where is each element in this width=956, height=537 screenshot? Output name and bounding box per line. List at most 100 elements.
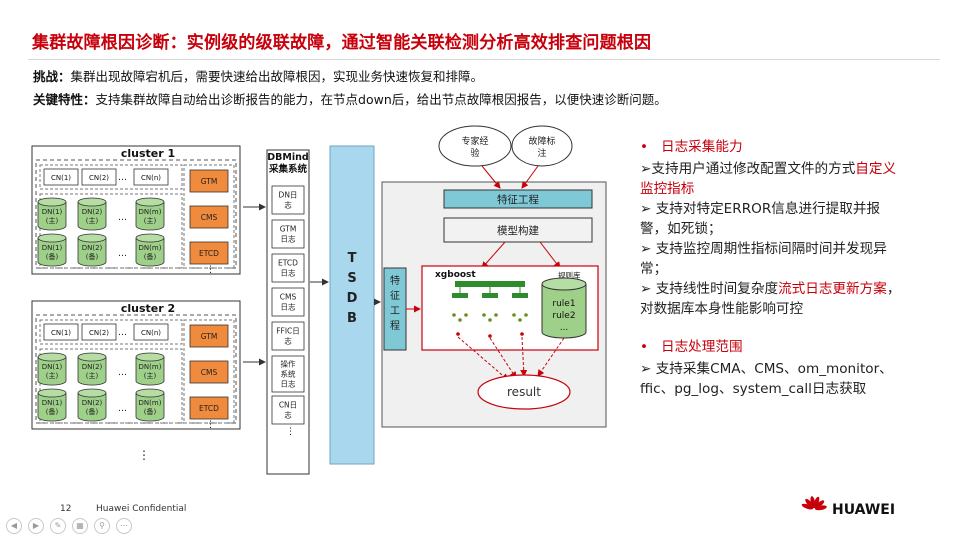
huawei-logo-icon <box>801 496 827 511</box>
collector-item-label: FFIC日志 <box>276 327 300 346</box>
architecture-diagram: cluster 1 CN(1) CN(2) CN(n) … DN(1)(主) DN(2)(主… <box>31 125 607 475</box>
cn-node <box>81 323 117 341</box>
collector-ellipsis: ⋮ <box>286 427 295 437</box>
more-clusters-ellipsis: ⋮ <box>138 448 150 462</box>
rules-to-result-arrow <box>537 337 565 377</box>
huawei-wordmark: HUAWEI <box>832 502 895 518</box>
feature-engineering-vertical-label: 特征工程 <box>390 275 400 332</box>
dn-group <box>39 348 183 424</box>
dn-node-label: DN(2)(备) <box>82 244 103 261</box>
rule-1: rule1 <box>552 299 575 309</box>
xgb-to-result-arrow-3 <box>520 336 528 377</box>
result-label: result <box>507 385 541 399</box>
dn-ellipsis: … <box>118 213 127 223</box>
confidential-label: Huawei Confidential <box>96 504 187 514</box>
dn-node-label: DN(m)(主) <box>139 208 162 225</box>
page-number: 12 <box>60 504 72 514</box>
item-streaming-update: ➢ 支持线性时间复杂度流式日志更新方案，对数据库本身性能影响可控 <box>640 281 901 317</box>
challenge-line: 挑战：集群出现故障宕机后，需要快速给出故障根因，实现业务快速恢复和排障。 <box>33 66 483 85</box>
challenge-text: 集群出现故障宕机后，需要快速给出故障根因，实现业务快速恢复和排障。 <box>70 69 484 84</box>
dn-node <box>77 393 107 422</box>
pen-icon[interactable]: ✎ <box>50 518 66 534</box>
expert-experience-label: 专家经验 <box>461 135 488 159</box>
dn-node <box>77 238 107 267</box>
dn-node <box>37 393 67 422</box>
zoom-icon[interactable]: ⚲ <box>94 518 110 534</box>
dn-node-top <box>37 233 67 243</box>
dn-ellipsis: … <box>118 404 127 414</box>
cn-node-label: CN(2) <box>89 174 109 182</box>
dn-node-top <box>37 352 67 362</box>
dn-node-top <box>77 233 107 243</box>
service-node <box>189 241 229 265</box>
feature-engineering-box <box>443 189 593 209</box>
cn-node-label: CN(1) <box>51 329 71 337</box>
rule-library-label: 规则库 <box>558 270 581 280</box>
dn-node-label: DN(1)(备) <box>42 244 63 261</box>
clusters-group: cluster 1 CN(1) CN(2) CN(n) … DN(1)(主) DN(2)(主… <box>31 145 241 430</box>
collector-item <box>271 321 305 351</box>
cluster-title: cluster 1 <box>121 147 175 160</box>
xgboost-label: xgboost <box>435 270 476 280</box>
service-label: CMS <box>201 368 218 377</box>
slide-title: 集群故障根因诊断：实例级的级联故障，通过智能关联检测分析高效排查问题根因 <box>32 33 652 53</box>
cn-node <box>81 168 117 186</box>
cn-node <box>43 323 79 341</box>
dn-ellipsis: … <box>118 368 127 378</box>
service-ellipsis: ⋮ <box>206 265 215 275</box>
dn-node-label: DN(1)(主) <box>42 208 63 225</box>
heading-log-scope: • 日志处理范围 <box>640 339 743 355</box>
xgb-to-result-arrow-2 <box>489 337 517 379</box>
service-label: CMS <box>201 213 218 222</box>
item-error-extraction: ➢ 支持对特定ERROR信息进行提取并报警，如死锁； <box>640 201 881 237</box>
tsdb-column <box>329 145 375 465</box>
model-to-rules-arrow <box>539 241 561 269</box>
dn-node-top <box>77 352 107 362</box>
cn-ellipsis: … <box>118 328 127 338</box>
dn-ellipsis: … <box>118 249 127 259</box>
service-node <box>189 324 229 348</box>
feature-engineering-label: 特征工程 <box>497 194 539 206</box>
cn-node-label: CN(n) <box>141 329 161 337</box>
dn-node <box>135 357 165 386</box>
dn-node-label: DN(2)(主) <box>82 363 103 380</box>
collector-item <box>271 287 305 317</box>
fault-annotation-label: 故障标注 <box>528 135 555 159</box>
item-periodic-monitor: ➢ 支持监控周期性指标间隔时间并发现异常； <box>640 241 887 277</box>
dn-node <box>135 238 165 267</box>
service-label: ETCD <box>199 249 219 258</box>
cn-node-label: CN(1) <box>51 174 71 182</box>
slides-grid-icon[interactable]: ▦ <box>72 518 88 534</box>
collector-item <box>271 219 305 249</box>
expert-experience-node <box>438 125 512 167</box>
dn-node-top <box>135 388 165 398</box>
title-divider <box>28 59 940 60</box>
cn-node <box>133 168 169 186</box>
annotation-to-feature-arrow <box>521 165 539 189</box>
service-group <box>183 164 235 269</box>
cn-node <box>133 323 169 341</box>
feature-line: 关键特性：支持集群故障自动给出诊断报告的能力，在节点down后，给出节点故障根因… <box>33 89 667 108</box>
model-building-box <box>443 217 593 243</box>
cluster-2: cluster 2CN(1)CN(2)CN(n)…DN(1)(主)DN(2)(主… <box>31 300 241 430</box>
rule-library-cylinder <box>541 277 587 339</box>
cn-node-label: CN(2) <box>89 329 109 337</box>
service-ellipsis: ⋮ <box>206 420 215 430</box>
cn-group <box>39 319 183 345</box>
cn-group <box>39 164 183 190</box>
right-panel: • 日志采集能力 ➢支持用户通过修改配置文件的方式自定义监控指标 ➢ 支持对特定… <box>640 137 902 399</box>
dn-node-label: DN(2)(备) <box>82 399 103 416</box>
service-node <box>189 396 229 420</box>
collector-item-label: 操作系统日志 <box>281 359 296 389</box>
collector-item <box>271 253 305 283</box>
next-slide-icon[interactable]: ▶ <box>28 518 44 534</box>
dn-node-top <box>135 197 165 207</box>
prev-slide-icon[interactable]: ◀ <box>6 518 22 534</box>
dn-node-label: DN(m)(主) <box>139 363 162 380</box>
more-options-icon[interactable]: ⋯ <box>116 518 132 534</box>
